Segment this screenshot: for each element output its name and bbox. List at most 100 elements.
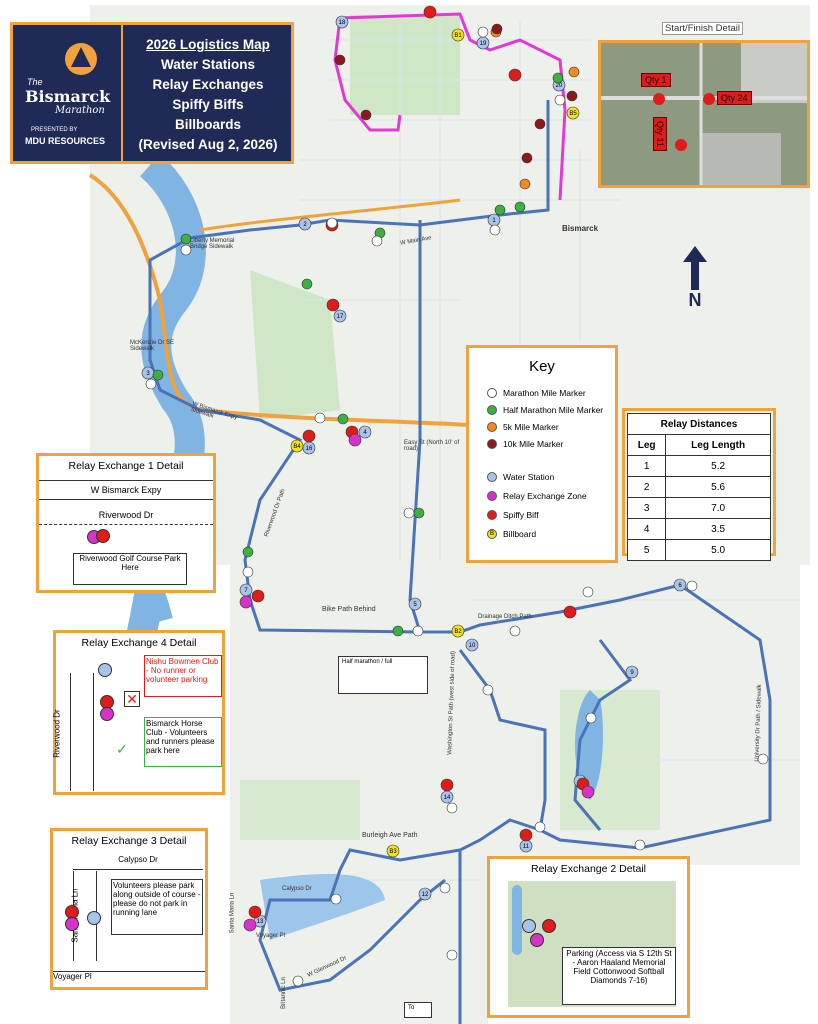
half-marathon-marker bbox=[152, 369, 164, 381]
road-name: Riverwood Dr bbox=[98, 510, 154, 520]
key-item-marathon: Marathon Mile Marker bbox=[487, 388, 586, 398]
relay-1-parking-note: Riverwood Golf Course Park Here bbox=[73, 553, 187, 585]
length-cell: 5.0 bbox=[665, 539, 771, 561]
marathon-marker bbox=[180, 244, 192, 256]
route-main bbox=[258, 848, 461, 992]
water-station-marker: 16 bbox=[302, 441, 316, 455]
half-marathon-marker bbox=[413, 507, 425, 519]
key-label: Water Station bbox=[503, 472, 555, 482]
half-full-sign: Half marathon / full bbox=[338, 656, 428, 694]
no-parking-note: Nishu Bowmen Club - No runner or volunte… bbox=[146, 657, 219, 684]
spiffy-biff-marker bbox=[423, 5, 437, 19]
city-label: Bismarck bbox=[562, 224, 599, 233]
park-area bbox=[350, 15, 460, 115]
svg-text:12: 12 bbox=[422, 892, 429, 898]
spiffy-biff-marker bbox=[326, 298, 340, 312]
north-label: N bbox=[688, 290, 702, 310]
key-label: Marathon Mile Marker bbox=[503, 388, 586, 398]
svg-text:1: 1 bbox=[492, 218, 496, 224]
road-label-voyager: Voyager Pl bbox=[256, 933, 286, 939]
svg-text:20: 20 bbox=[556, 83, 563, 89]
water-station-marker: 1 bbox=[487, 213, 501, 227]
key-item-spiffy: Spiffy Biff bbox=[487, 510, 539, 520]
billboard-icon: B bbox=[487, 529, 497, 539]
parking-note: Volunteers please park along outside of … bbox=[113, 881, 201, 917]
route-main bbox=[408, 220, 422, 633]
north-arrow-shaft bbox=[691, 262, 699, 290]
half-full-label: Half marathon / full bbox=[342, 659, 393, 665]
ten-k-marker bbox=[360, 109, 372, 121]
spiffy-biff-marker bbox=[563, 605, 577, 619]
road-name: W Bismarck Expy bbox=[90, 485, 162, 495]
half-marathon-marker bbox=[494, 204, 506, 216]
title-divider bbox=[121, 25, 123, 161]
svg-text:9: 9 bbox=[630, 670, 634, 676]
logo-sponsor: MDU RESOURCES bbox=[25, 136, 106, 146]
relay-2-parking-note: Parking (Access via S 12th St - Aaron Ha… bbox=[562, 947, 676, 1005]
relay-exchange-marker bbox=[348, 433, 362, 447]
key-item-water: Water Station bbox=[487, 472, 554, 482]
logo-presented: PRESENTED BY bbox=[31, 127, 78, 133]
relay-exchange-marker bbox=[581, 785, 595, 799]
water-station-marker: 19 bbox=[476, 36, 490, 50]
water-station-marker: 10 bbox=[465, 638, 479, 652]
marathon-marker bbox=[482, 684, 494, 696]
svg-text:17: 17 bbox=[337, 314, 344, 320]
bismarck-marathon-logo: The Bismarck Marathon PRESENTED BY MDU R… bbox=[21, 37, 117, 147]
water-station-marker: 7 bbox=[239, 583, 253, 597]
marathon-marker bbox=[489, 224, 501, 236]
key-label: Billboard bbox=[503, 529, 537, 539]
svg-text:B2: B2 bbox=[454, 629, 462, 635]
relay-exchange-icon bbox=[487, 491, 497, 501]
route-10k bbox=[333, 17, 402, 132]
five-k-marker bbox=[568, 66, 580, 78]
key-label: Spiffy Biff bbox=[503, 510, 539, 520]
relay-3-title: Relay Exchange 3 Detail bbox=[71, 835, 187, 847]
billboard-marker: B4 bbox=[290, 439, 304, 453]
no-parking-icon: ✕ bbox=[124, 691, 140, 707]
qty-label-24: Qty 24 bbox=[717, 91, 752, 105]
marathon-marker bbox=[634, 839, 646, 851]
relay-2-water-dot bbox=[522, 919, 536, 933]
road-label-drainage: Drainage Ditch Path bbox=[478, 614, 532, 620]
marathon-marker bbox=[314, 412, 326, 424]
svg-text:B1: B1 bbox=[454, 33, 462, 39]
ten-k-icon bbox=[487, 439, 497, 449]
highway bbox=[88, 173, 471, 427]
svg-text:6: 6 bbox=[678, 583, 682, 589]
road-name: Riverwood Dr bbox=[52, 709, 62, 758]
relay-table-header: Leg Length bbox=[665, 434, 771, 456]
spiffy-biff-marker bbox=[519, 828, 533, 842]
leg-cell: 2 bbox=[626, 476, 667, 498]
half-marathon-marker bbox=[392, 625, 404, 637]
relay-4-no-parking-note: Nishu Bowmen Club - No runner or volunte… bbox=[144, 655, 222, 697]
half-marathon-marker bbox=[301, 278, 313, 290]
leg-cell: 3 bbox=[626, 497, 667, 519]
svg-text:13: 13 bbox=[257, 919, 264, 925]
leg-cell: 1 bbox=[626, 455, 667, 477]
relay-3-water-dot bbox=[87, 911, 101, 925]
relay-4-title: Relay Exchange 4 Detail bbox=[81, 637, 197, 649]
svg-text:3: 3 bbox=[146, 371, 150, 377]
marathon-marker bbox=[412, 625, 424, 637]
svg-text:11: 11 bbox=[523, 844, 530, 850]
road-label-britannic: Britannic Ln bbox=[280, 977, 287, 1009]
marathon-marker bbox=[686, 580, 698, 592]
relay-1-road-2: Riverwood Dr bbox=[39, 506, 213, 525]
marathon-marker bbox=[403, 507, 415, 519]
key-label: Half Marathon Mile Marker bbox=[503, 405, 604, 415]
key-label: Relay Exchange Zone bbox=[503, 491, 587, 501]
title-line-3: Relay Exchanges bbox=[152, 77, 264, 92]
relay-4-water-dot bbox=[98, 663, 112, 677]
road-label-calypso: Calypso Dr bbox=[282, 886, 312, 892]
half-marathon-marker bbox=[242, 546, 254, 558]
to-sign: To bbox=[404, 1002, 432, 1018]
length-cell: 3.5 bbox=[665, 518, 771, 540]
ten-k-marker bbox=[566, 90, 578, 102]
svg-text:7: 7 bbox=[244, 588, 248, 594]
relay-3-exchange-dot bbox=[65, 917, 79, 931]
key-item-half: Half Marathon Mile Marker bbox=[487, 405, 603, 415]
relay-4-parking-note: Bismarck Horse Club - Volunteers and run… bbox=[144, 717, 222, 767]
